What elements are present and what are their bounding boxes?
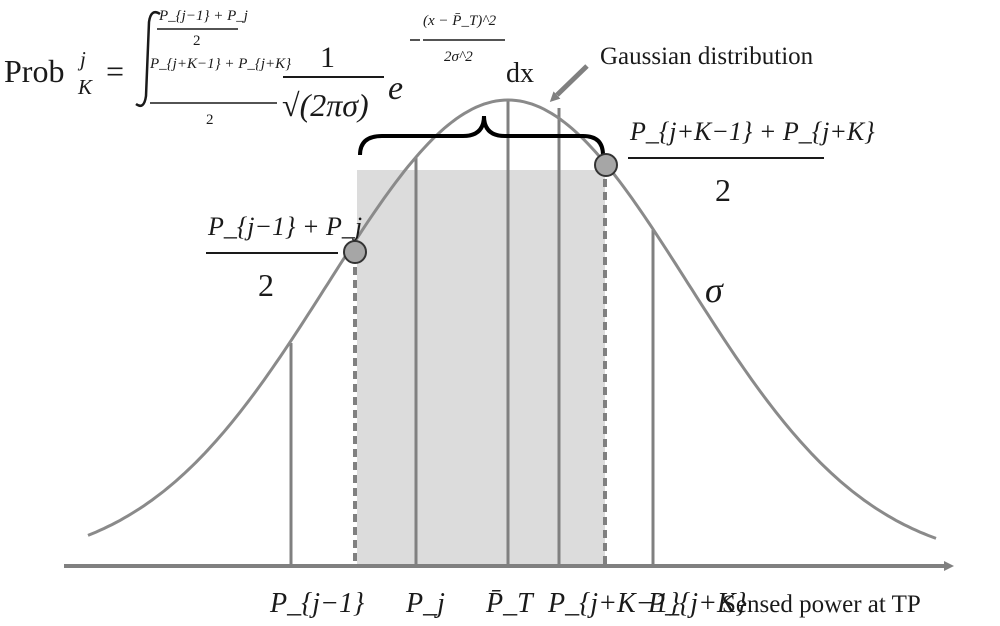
integral-sign <box>135 11 161 107</box>
formula-equals: = <box>106 53 124 89</box>
x-axis-label: Sensed power at TP <box>722 591 921 618</box>
upper-limit-denominator: 2 <box>193 33 201 49</box>
fraction-denominator: √(2πσ) <box>282 87 369 123</box>
formula-lhs-subscript: K <box>77 75 93 99</box>
upper-limit-numerator: P_{j−1} + P_j <box>158 8 248 24</box>
fraction-numerator: 1 <box>320 41 335 74</box>
tick-label-pj: P_j <box>405 588 445 619</box>
gaussian-distribution-label: Gaussian distribution <box>600 43 814 70</box>
curly-brace <box>358 115 605 156</box>
left-bound-point <box>343 240 367 264</box>
tick-label-pjk-1: P_{j+K−1} <box>547 588 680 619</box>
tick-label-pj-1: P_{j−1} <box>269 588 364 619</box>
sigma-label: σ <box>705 270 724 310</box>
exponent-base: e <box>388 70 403 107</box>
integration-shaded-region <box>357 170 605 566</box>
right-bound-point <box>594 153 618 177</box>
lower-limit-denominator: 2 <box>206 112 214 128</box>
left-point-label-denominator: 2 <box>258 267 274 303</box>
probability-formula: Prob j K = P_{j−1} + P_j 2 P_{j+K−1} + P… <box>4 8 534 128</box>
tick-label-pt: P̄_T <box>485 588 535 619</box>
formula-lhs: Prob <box>4 53 64 89</box>
left-point-label-numerator: P_{j−1} + P_j <box>207 212 362 241</box>
right-point-label-numerator: P_{j+K−1} + P_{j+K} <box>629 117 875 146</box>
exponent-numerator: (x − P̄_T)^2 <box>423 13 497 29</box>
right-point-label-denominator: 2 <box>715 172 731 208</box>
formula-dx: dx <box>506 58 534 89</box>
gaussian-curve <box>87 98 937 540</box>
lower-limit-numerator: P_{j+K−1} + P_{j+K} <box>149 56 291 72</box>
gaussian-pointer-arrow <box>549 64 589 102</box>
formula-lhs-superscript: j <box>77 47 86 71</box>
exponent-denominator: 2σ^2 <box>444 49 473 65</box>
tick-label-pjk: P_{j+K} <box>647 588 747 619</box>
